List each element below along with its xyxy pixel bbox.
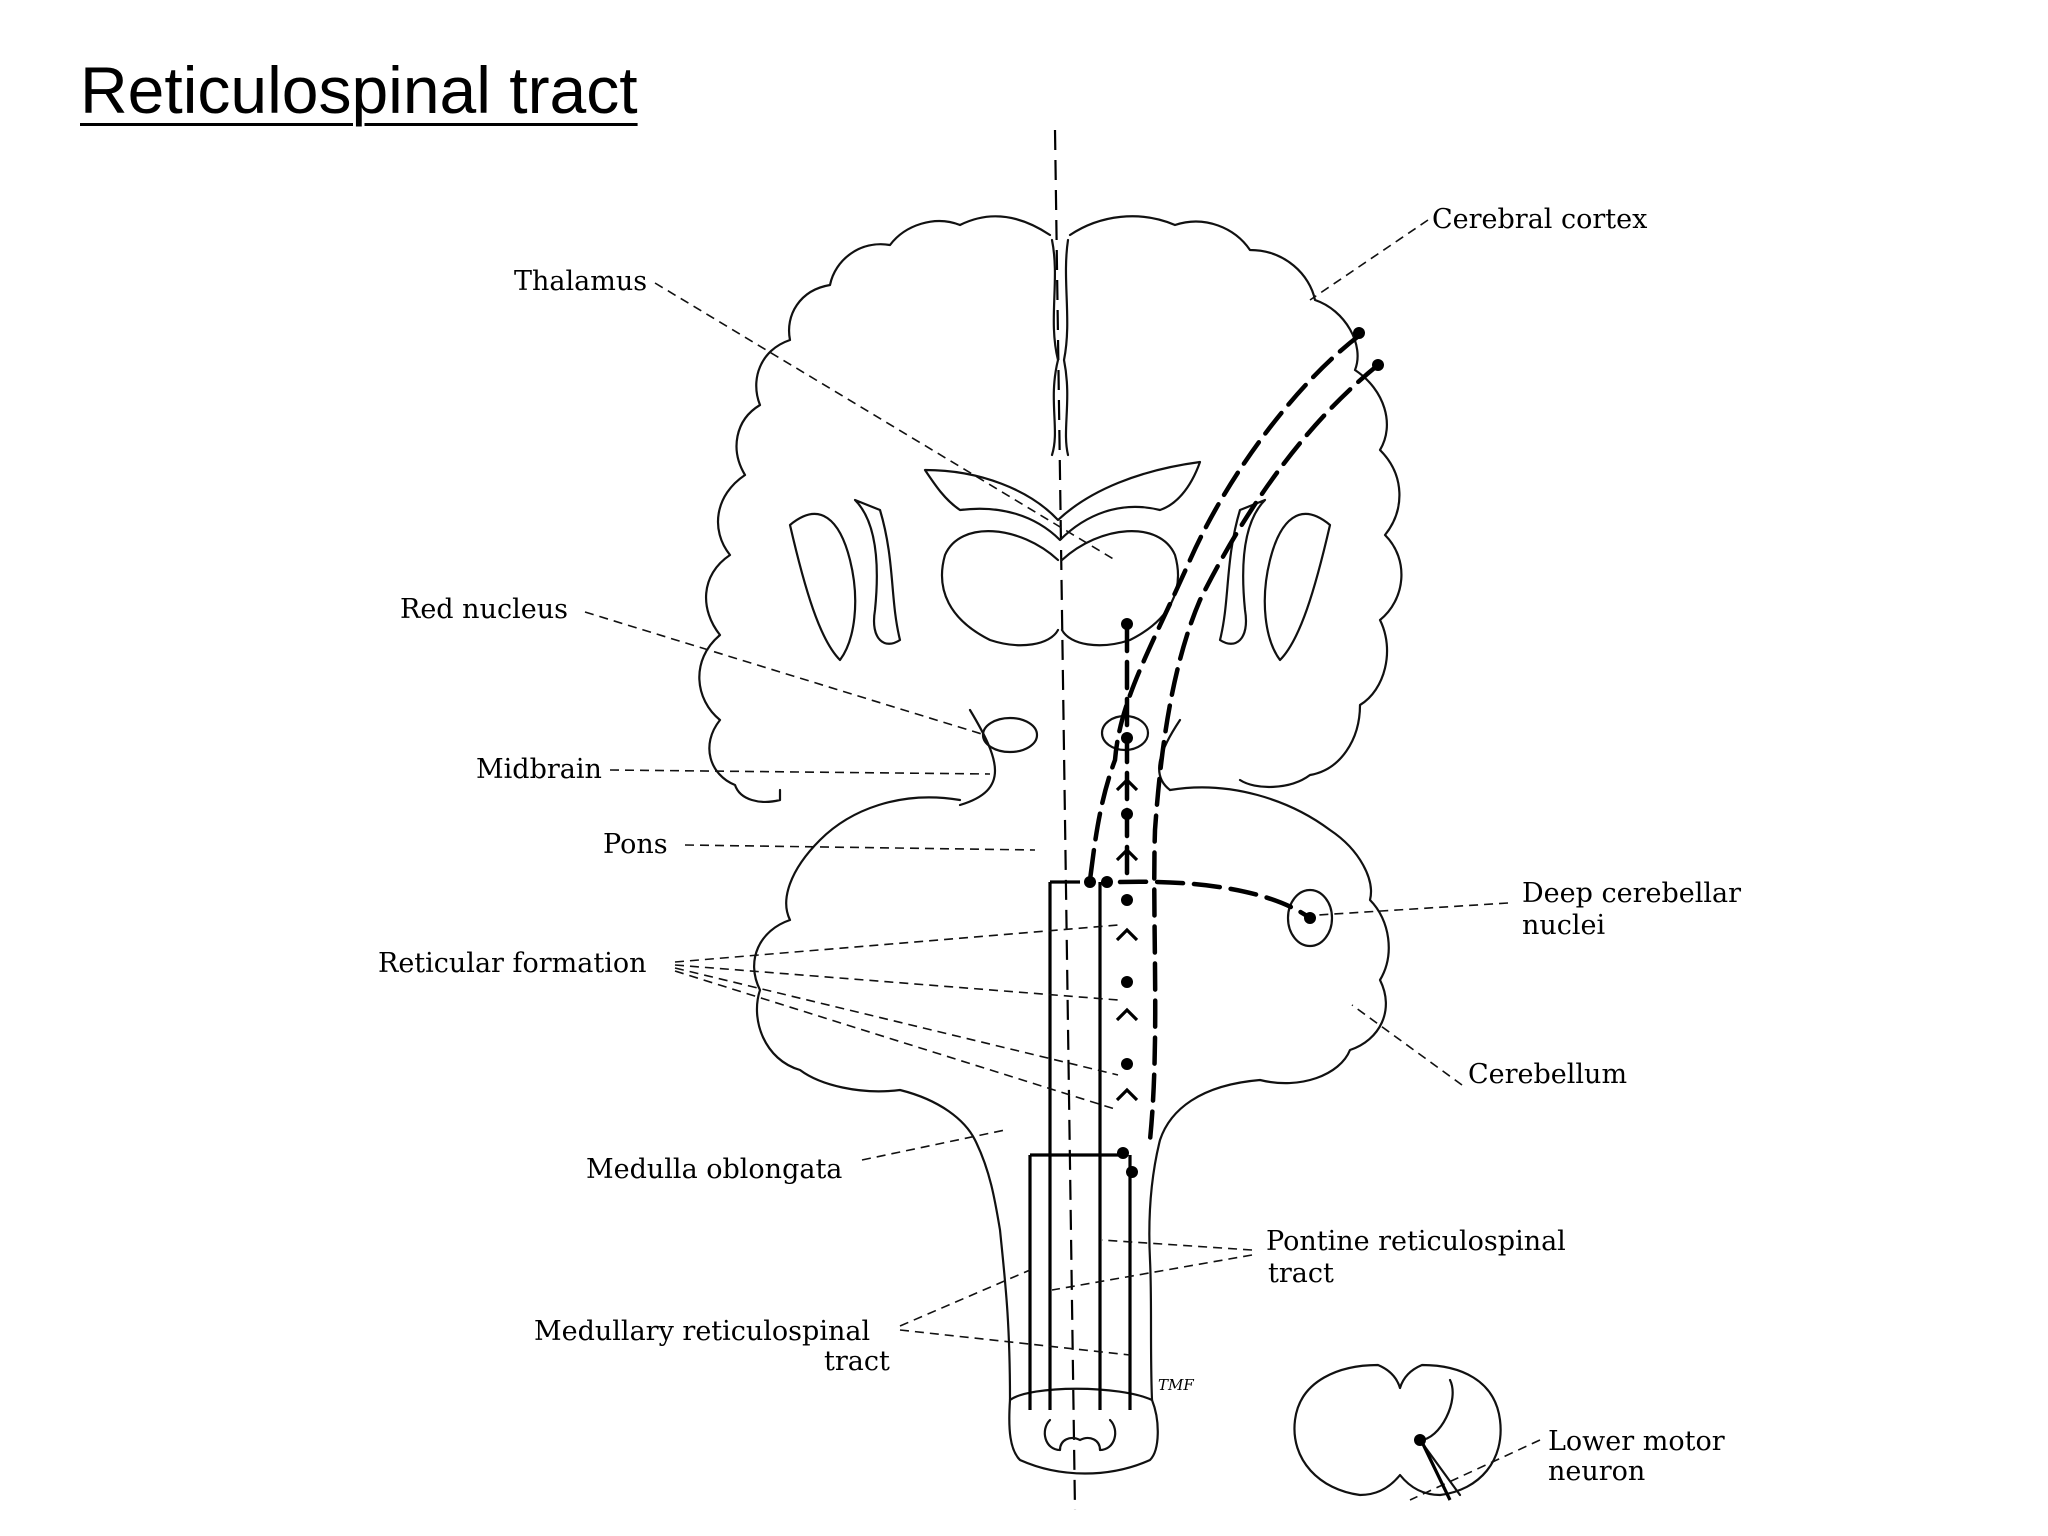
longitudinal-fissure xyxy=(1050,238,1070,457)
artist-initials: TMF xyxy=(1158,1376,1194,1394)
left-thalamus xyxy=(940,530,1060,647)
leader-medulla xyxy=(861,1129,1006,1161)
neuron-dot xyxy=(1121,1058,1133,1070)
leader-cerebral-cortex xyxy=(1309,219,1429,301)
label-reticular-formation: Reticular formation xyxy=(378,948,647,979)
neuron-dot xyxy=(1126,1166,1138,1178)
label-lower-motor-2: neuron xyxy=(1548,1456,1645,1487)
cerebellar-fiber xyxy=(1117,879,1313,921)
midline xyxy=(1053,129,1077,1511)
cerebellum-outline xyxy=(753,786,1390,1402)
left-insula xyxy=(788,512,857,662)
spinal-cross-section xyxy=(1293,1363,1502,1497)
label-red-nucleus: Red nucleus xyxy=(400,594,568,625)
neuron-dot xyxy=(1304,912,1316,924)
label-pontine-2: tract xyxy=(1268,1258,1334,1289)
synapse-fork xyxy=(1115,777,1139,1102)
neuron-dot xyxy=(1121,894,1133,906)
right-insula xyxy=(1263,512,1332,662)
leader-midbrain xyxy=(609,769,991,775)
deep-cerebellar-oval xyxy=(1286,888,1334,948)
leader-red-nucleus xyxy=(584,611,986,736)
leader-lower-motor xyxy=(1409,1439,1541,1501)
label-medulla-oblongata: Medulla oblongata xyxy=(586,1154,842,1185)
cerebrum-outline xyxy=(698,215,1403,803)
leader-medullary xyxy=(899,1269,1131,1356)
label-cerebellum: Cerebellum xyxy=(1468,1059,1627,1090)
label-deep-cerebellar-2: nuclei xyxy=(1522,910,1606,941)
label-thalamus: Thalamus xyxy=(514,266,647,297)
cortical-fiber-2 xyxy=(1147,362,1381,1143)
neuron-dot xyxy=(1121,976,1133,988)
neuron-dot xyxy=(1121,808,1133,820)
neuron-dot xyxy=(1117,1147,1129,1159)
label-medullary-1: Medullary reticulospinal xyxy=(534,1316,870,1347)
brainstem-outline xyxy=(958,708,1182,807)
cortical-fiber-1 xyxy=(1087,332,1363,883)
label-deep-cerebellar-1: Deep cerebellar xyxy=(1522,878,1741,909)
label-cerebral-cortex: Cerebral cortex xyxy=(1432,204,1647,235)
neuron-dot xyxy=(1084,876,1096,888)
label-pontine-1: Pontine reticulospinal xyxy=(1266,1226,1566,1257)
label-medullary-2: tract xyxy=(824,1346,890,1377)
right-lentiform xyxy=(1218,498,1267,645)
leader-pontine xyxy=(1051,1239,1253,1291)
label-pons: Pons xyxy=(603,829,668,860)
neuron-dot xyxy=(1121,732,1133,744)
spinal-cord xyxy=(1008,1387,1159,1475)
neuron-dot xyxy=(1372,359,1384,371)
red-nucleus-oval xyxy=(981,716,1039,754)
corpus-callosum xyxy=(923,460,1202,542)
leader-deep-cerebellar xyxy=(1317,902,1509,916)
leader-pons xyxy=(684,844,1036,851)
neuron-dot xyxy=(1101,876,1113,888)
spinal-gray-matter xyxy=(1043,1418,1117,1452)
medullary-reticulospinal-column xyxy=(1028,1153,1132,1410)
slide-title: Reticulospinal tract xyxy=(80,53,638,127)
label-midbrain: Midbrain xyxy=(476,754,602,785)
pontine-reticulospinal-column xyxy=(1048,880,1102,1410)
label-lower-motor-1: Lower motor xyxy=(1548,1426,1725,1457)
neuron-dot xyxy=(1353,327,1365,339)
left-lentiform xyxy=(853,498,902,645)
neuron-dot xyxy=(1121,618,1133,630)
leader-cerebellum xyxy=(1351,1004,1463,1086)
leader-thalamus xyxy=(654,282,1116,561)
lower-motor-neuron-efferent xyxy=(1420,1441,1452,1501)
